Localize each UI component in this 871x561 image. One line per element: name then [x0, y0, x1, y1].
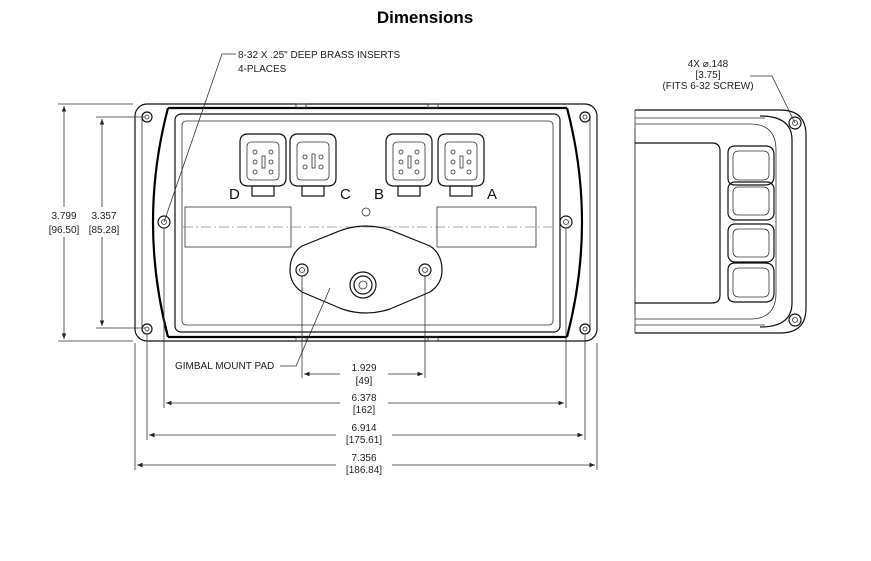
- top-mark-1: [295, 103, 307, 109]
- dim-w3-in: 6.914: [351, 423, 376, 434]
- dim-width-holes: 6.914 [175.61]: [149, 420, 583, 446]
- side-button-3: [727, 223, 775, 263]
- connector-label-b: B: [374, 186, 384, 203]
- corner-hole-bl: [141, 323, 153, 335]
- side-screw-hole-bottom: [788, 313, 802, 327]
- top-mark-2: [427, 103, 439, 109]
- screw-note-line1: 4X ⌀.148: [688, 59, 729, 70]
- page-title: Dimensions: [376, 8, 474, 27]
- side-button-4: [727, 262, 775, 303]
- dim-height-inner-mm: [85.28]: [89, 225, 120, 236]
- display-screen: [635, 142, 721, 304]
- side-screw-hole-top: [788, 116, 802, 130]
- housing-left-curve: [151, 107, 170, 338]
- side-inner-bezel: [635, 123, 777, 320]
- inserts-note: 8-32 X .25" DEEP BRASS INSERTS 4-PLACES: [163, 50, 400, 223]
- side-view: [634, 109, 807, 334]
- dim-width-inserts: 6.378 [162]: [166, 389, 564, 416]
- screw-note-line3: (FITS 6-32 SCREW): [662, 81, 753, 92]
- gimbal-note: GIMBAL MOUNT PAD: [175, 287, 331, 372]
- brass-insert-right: [559, 215, 573, 229]
- dim-w4-in: 7.356: [351, 453, 376, 464]
- corner-hole-tr: [579, 111, 591, 123]
- corner-hole-br: [579, 323, 591, 335]
- dim-w1-mm: [49]: [356, 376, 373, 387]
- dim-height-outer-in: 3.799: [51, 211, 76, 222]
- dim-height-inner: 3.357 [85.28]: [86, 116, 145, 329]
- dim-height-inner-in: 3.357: [91, 211, 116, 222]
- gimbal-mount-pad: [289, 225, 443, 314]
- gimbal-hole-right: [418, 263, 432, 277]
- side-button-2: [727, 181, 775, 221]
- inner-panel: [174, 113, 561, 333]
- dim-w2-mm: [162]: [353, 405, 375, 416]
- housing-right-curve: [565, 107, 584, 338]
- side-housing-outline: [635, 109, 807, 334]
- dim-w2-in: 6.378: [351, 393, 376, 404]
- bottom-mark-1: [295, 336, 307, 342]
- dim-width-outer: 7.356 [186.84]: [137, 450, 595, 476]
- brass-insert-left: [157, 215, 171, 229]
- gimbal-hole-left: [295, 263, 309, 277]
- connector-d: [239, 133, 287, 197]
- outer-flange: [134, 103, 598, 342]
- side-button-1: [727, 145, 775, 186]
- bottom-mark-2: [427, 336, 439, 342]
- dim-w1-in: 1.929: [351, 363, 376, 374]
- connector-label-c: C: [340, 186, 351, 203]
- center-marker: [361, 207, 371, 217]
- dim-width-gimbal: 1.929 [49]: [304, 360, 423, 387]
- connector-label-d: D: [229, 186, 240, 203]
- inserts-note-line2: 4-PLACES: [238, 64, 287, 75]
- gimbal-note-label: GIMBAL MOUNT PAD: [175, 361, 274, 372]
- inner-panel-border: [181, 120, 554, 326]
- connector-c: [289, 133, 337, 197]
- connector-b: [385, 133, 433, 197]
- front-view: D C B A: [134, 103, 598, 342]
- dim-w4-mm: [186.84]: [346, 465, 382, 476]
- dim-w3-mm: [175.61]: [346, 435, 382, 446]
- screw-note: 4X ⌀.148 [3.75] (FITS 6-32 SCREW): [662, 59, 796, 124]
- connector-label-a: A: [487, 186, 497, 203]
- screw-note-line2: [3.75]: [695, 70, 720, 81]
- connector-a: [437, 133, 485, 197]
- dim-height-outer: 3.799 [96.50]: [44, 103, 133, 342]
- inserts-note-line1: 8-32 X .25" DEEP BRASS INSERTS: [238, 50, 400, 61]
- gimbal-center-stud: [349, 271, 377, 299]
- side-bezel: [759, 115, 793, 328]
- dim-height-outer-mm: [96.50]: [49, 225, 80, 236]
